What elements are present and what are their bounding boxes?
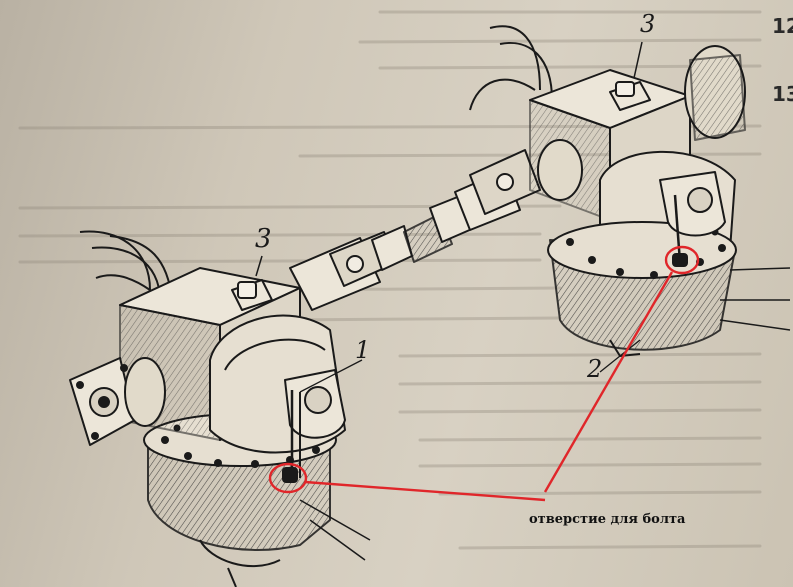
bolt-hole-label: отверстие для болта: [529, 512, 686, 527]
page-fragment-second: 13: [772, 82, 793, 106]
cardan-shaft: [289, 149, 541, 311]
callout-3-left: 3: [255, 224, 272, 254]
left-hole-highlight: [268, 462, 308, 494]
bolt-hole-annotation: [268, 245, 700, 502]
left-pointer-line: [304, 480, 546, 502]
right-gearbox: [469, 25, 791, 357]
callout-3-right: 3: [640, 10, 656, 38]
right-hole-highlight: [664, 245, 700, 275]
left-gearbox: [69, 230, 371, 587]
leader-lines: [299, 339, 641, 393]
right-pointer-line: [543, 271, 674, 493]
callout-1: 1: [355, 336, 371, 364]
page-fragment-top: 12: [772, 14, 793, 38]
callout-2: 2: [587, 355, 603, 383]
